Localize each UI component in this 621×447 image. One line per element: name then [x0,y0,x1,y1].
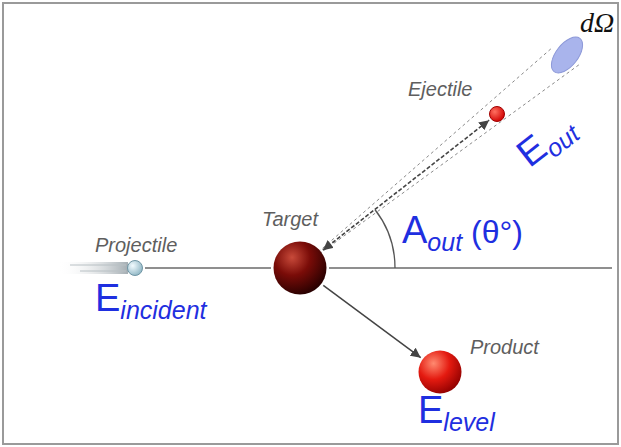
particle-sphere [419,351,462,394]
label-anchor: dΩ [580,8,614,39]
angle-arc [375,210,395,269]
trajectory-line [323,285,420,357]
energy-label: Eincident [95,278,207,324]
particle-name: Target [262,208,318,230]
solid-angle-label: dΩ [580,8,614,39]
motion-line [70,265,126,266]
label-anchor: Eout [509,105,585,178]
label-anchor: Eincident [95,278,207,324]
text-part: A [402,209,427,251]
cone-edge [300,64,580,268]
particle-sphere [128,261,143,276]
motion-streak [58,262,128,274]
label-anchor: Projectile [95,234,177,256]
label-anchor: Ejectile [408,78,472,100]
ejectile-particle: EjectileEout [489,106,505,122]
solid-angle-disc [545,32,588,79]
label-anchor: Target [262,208,318,230]
projectile-particle: ProjectileEincident [127,260,143,276]
text-part: E [95,277,120,319]
text-part: level [443,408,494,436]
text-part: E [418,389,443,431]
text-part: out [427,228,462,256]
energy-label: Elevel [418,390,495,436]
label-anchor: Product [470,336,539,358]
particle-name: Ejectile [408,78,472,100]
particle-name: Product [470,336,539,358]
beam-axis [329,267,612,269]
particle-name: Projectile [95,234,177,256]
particle-sphere [490,107,505,122]
product-nucleus: ProductElevel [418,350,462,394]
label-anchor: Elevel [418,390,495,436]
trajectory-line [145,267,271,269]
angle-label: Aout (θ°) [402,210,523,256]
label-anchor: Aout (θ°) [402,210,523,256]
energy-label: Eout [509,105,585,178]
particle-sphere [274,242,327,295]
particle-sphere [418,350,462,394]
cone-edge [300,47,553,268]
text-part: incident [120,296,206,324]
particle-sphere [273,241,327,295]
text-part: (θ°) [462,214,523,250]
particle-sphere [127,260,143,276]
particle-sphere [489,106,505,122]
target-nucleus: Target [273,241,327,295]
motion-line [80,271,126,272]
